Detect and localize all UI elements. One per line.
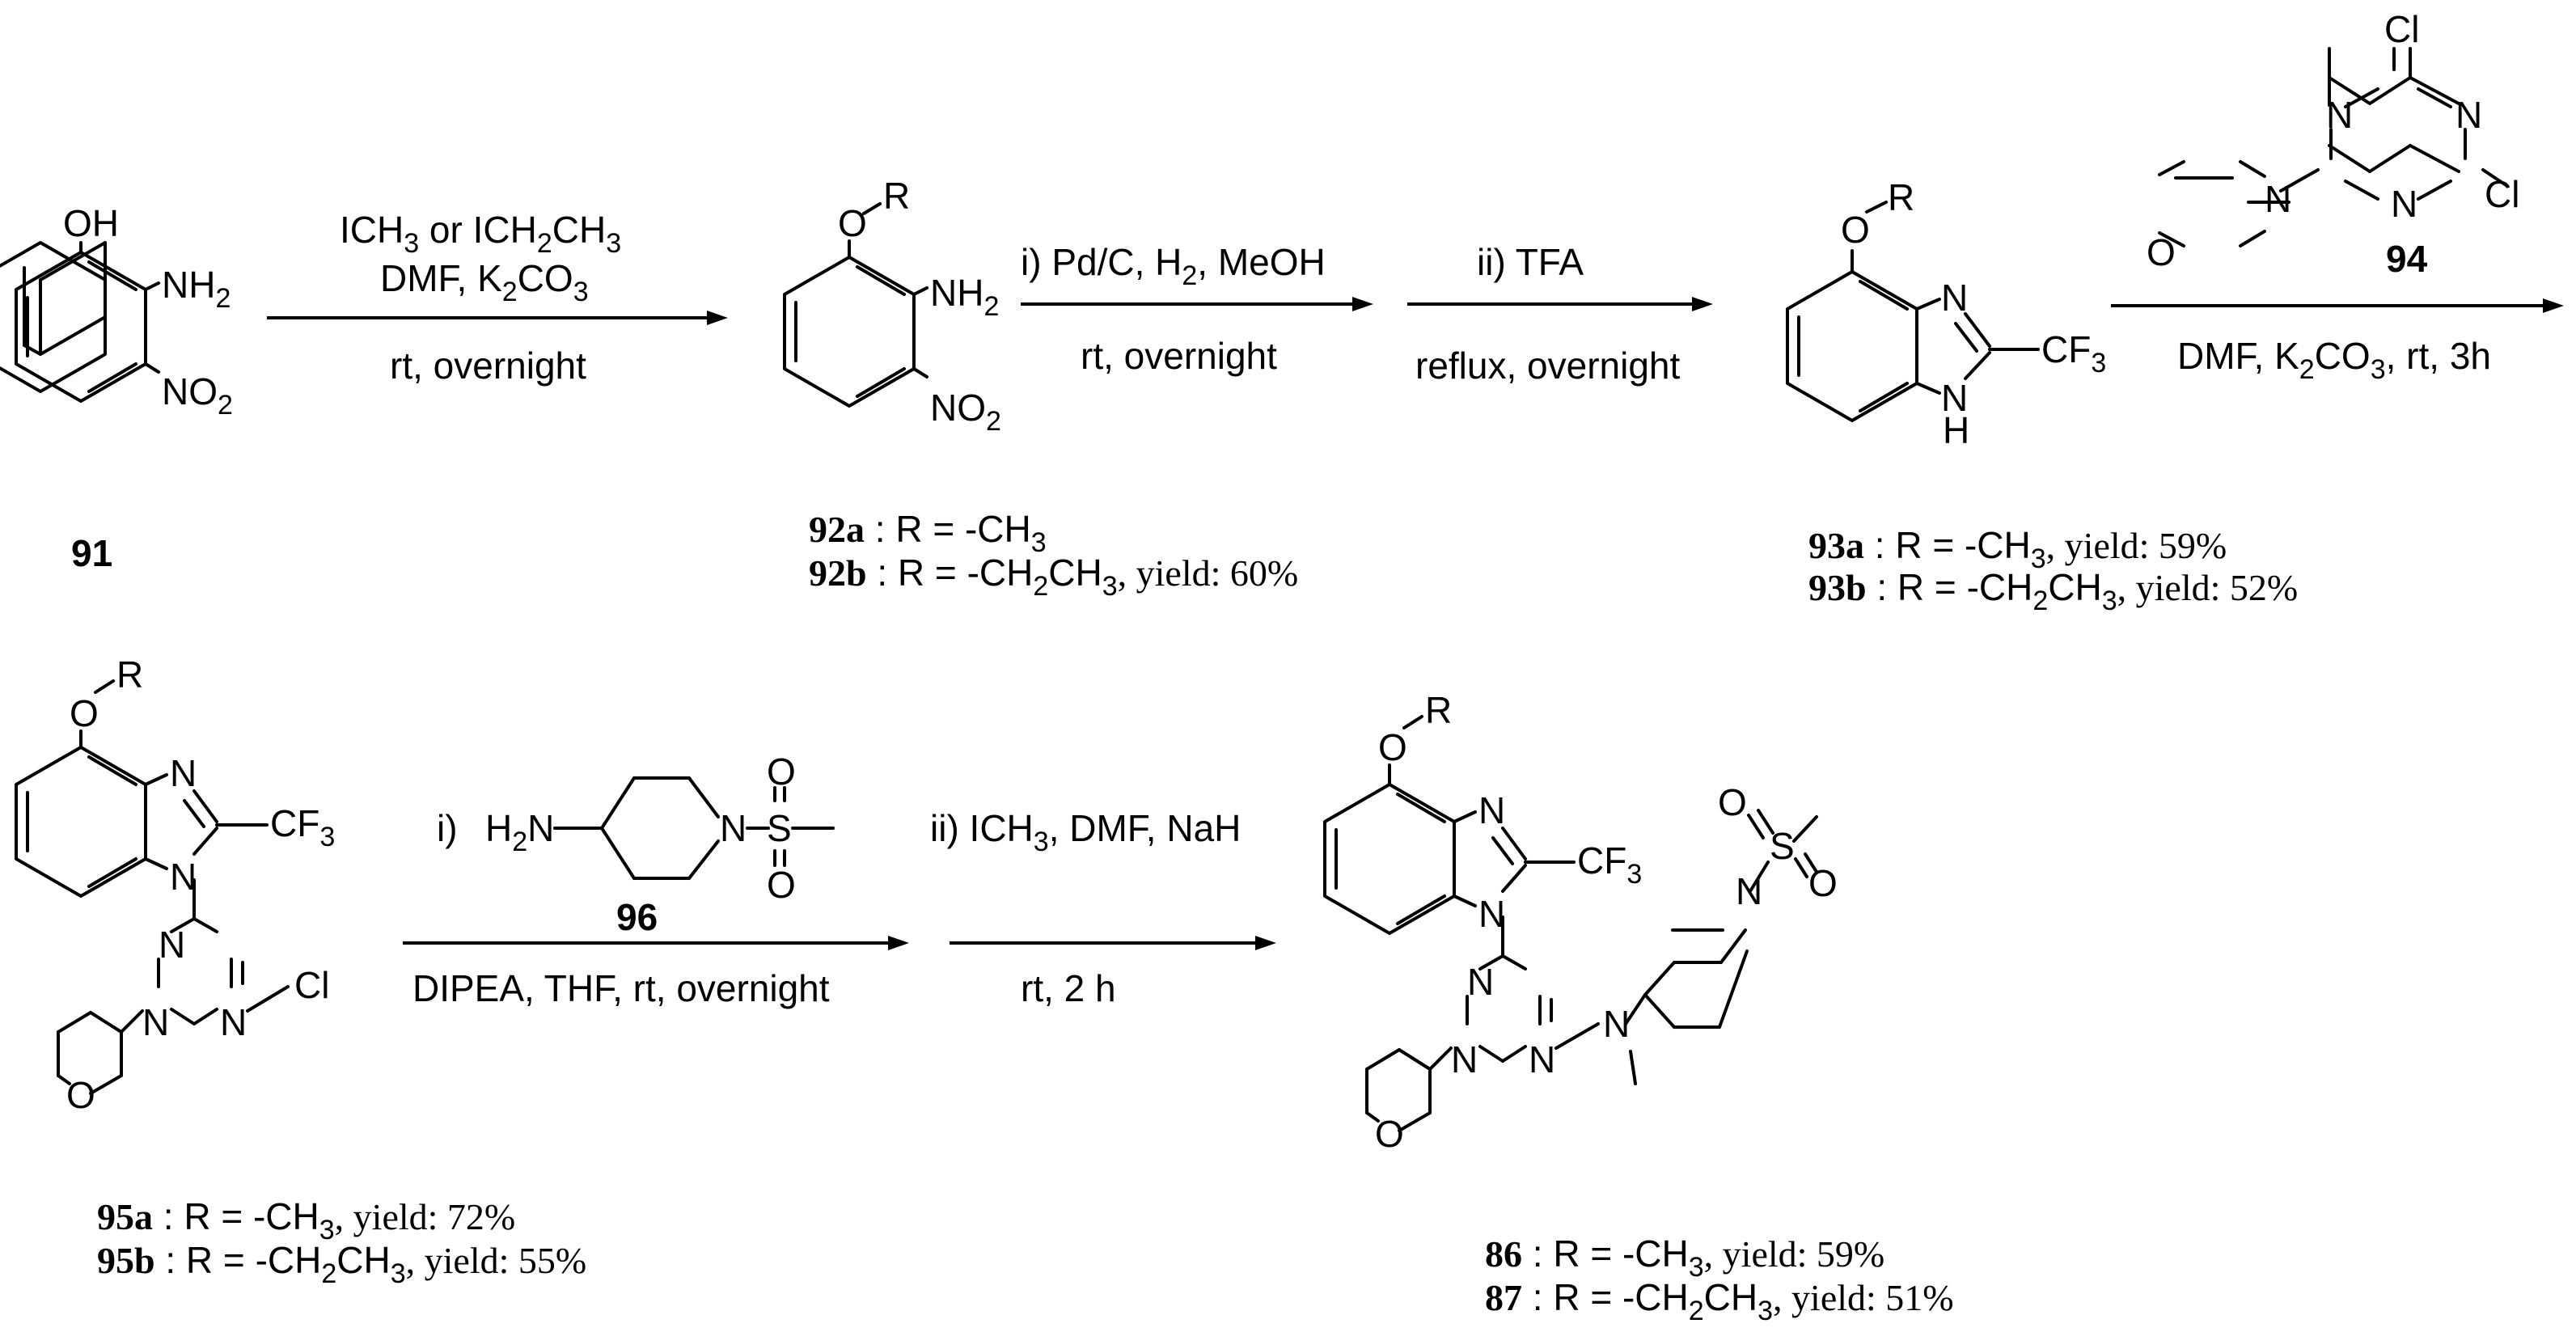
- compound-94-label: 94: [2386, 238, 2428, 280]
- atom-cf3-95: CF3: [270, 802, 335, 852]
- step1-reagents-line2: DMF, K2CO3: [380, 257, 589, 307]
- atom-o-86: O: [1378, 726, 1407, 768]
- atom-cf3-93: CF3: [2041, 328, 2106, 378]
- atom-o-86-morph: O: [1375, 1113, 1404, 1155]
- atom-n-95-b: N: [170, 856, 197, 898]
- atom-s-86: S: [1770, 825, 1795, 867]
- atom-r-95: R: [116, 653, 143, 696]
- compound-92-bonds: [783, 202, 928, 408]
- atom-n-94-b: N: [2455, 94, 2482, 136]
- atom-r-93: R: [1888, 176, 1914, 218]
- compound-96-label: 96: [616, 896, 658, 938]
- atom-n-86-tri1: N: [1467, 961, 1494, 1003]
- atom-n-95-tri2: N: [220, 1001, 247, 1043]
- step6-conditions: rt, 2 h: [1021, 967, 1116, 1009]
- atom-o-92: O: [838, 202, 867, 244]
- atom-o-86-bottom: O: [1808, 862, 1838, 904]
- atom-o-93: O: [1841, 209, 1870, 251]
- compound-95-bonds: [15, 679, 290, 1095]
- compound-87-label: 87 : R = -CH2CH3, yield: 51%: [1485, 1276, 1954, 1326]
- step6-reagents: ii) ICH3, DMF, NaH: [930, 807, 1241, 857]
- atom-n-86-amine: N: [1603, 1003, 1630, 1045]
- compound-91-label: 91: [71, 532, 112, 574]
- arrowhead-step-6: [1255, 936, 1276, 950]
- atom-n-86-b: N: [1478, 893, 1505, 935]
- atom-o-95: O: [70, 692, 99, 734]
- atom-n-95-tri1: N: [159, 924, 185, 966]
- arrowhead-step-5: [888, 936, 909, 950]
- atom-h2n-96: H2N: [485, 807, 554, 857]
- compound-86-label: 86 : R = -CH3, yield: 59%: [1485, 1233, 1884, 1283]
- compound-93b-label: 93b : R = -CH2CH3, yield: 52%: [1808, 566, 2298, 616]
- atom-n-93: N: [1941, 277, 1968, 319]
- step5-prefix: i): [437, 807, 458, 849]
- step2-conditions: rt, overnight: [1081, 335, 1277, 377]
- compound-91-structure: [0, 241, 107, 393]
- atom-o-96-bottom: O: [767, 864, 796, 906]
- step2-reagents: i) Pd/C, H2, MeOH: [1021, 241, 1326, 291]
- atom-o-96-top: O: [767, 751, 796, 793]
- compound-92b-label: 92b : R = -CH2CH3, yield: 60%: [809, 552, 1298, 602]
- atom-no2-92: NO2: [930, 387, 1001, 437]
- atom-h-93: H: [1943, 409, 1969, 451]
- step1-conditions: rt, overnight: [390, 345, 586, 387]
- arrowhead-step-1: [707, 311, 728, 325]
- arrowhead-step-4: [2543, 298, 2564, 313]
- atom-no2-91: NO2: [162, 370, 233, 421]
- step1-reagents-line1: ICH3 or ICH2CH3: [340, 209, 621, 259]
- atom-r-86: R: [1425, 689, 1452, 731]
- atom-n-86-tri3: N: [1451, 1038, 1478, 1080]
- atom-o-95-morph: O: [66, 1074, 95, 1116]
- compound-94-bonds: [2174, 47, 2460, 204]
- compound-91-bonds: [15, 241, 160, 403]
- compound-92a-label: 92a : R = -CH3: [809, 508, 1047, 558]
- arrowhead-step-3: [1692, 297, 1713, 311]
- compound-95a-label: 95a : R = -CH3, yield: 72%: [97, 1195, 515, 1245]
- compound-94-triazine: [2158, 47, 2509, 247]
- atom-nh2-92: NH2: [930, 272, 999, 322]
- atom-s-96: S: [767, 807, 792, 849]
- arrowhead-step-2: [1352, 297, 1373, 311]
- atom-n-86-pip: N: [1736, 870, 1762, 912]
- atom-o-94-morph: O: [2147, 231, 2176, 273]
- atom-n-95-tri3: N: [142, 1001, 169, 1043]
- step4-conditions: DMF, K2CO3, rt, 3h: [2177, 335, 2491, 385]
- atom-n-95-a: N: [170, 752, 197, 794]
- atom-n-86-a: N: [1478, 789, 1505, 831]
- step5-conditions: DIPEA, THF, rt, overnight: [412, 967, 830, 1009]
- compound-95b-label: 95b : R = -CH2CH3, yield: 55%: [97, 1239, 586, 1289]
- atom-n-94-a: N: [2326, 94, 2353, 136]
- atom-cl-94-right: Cl: [2485, 173, 2519, 215]
- atom-cl-95: Cl: [294, 964, 329, 1006]
- atom-n-94-morph: N: [2265, 178, 2291, 220]
- atom-nh2-91: NH2: [162, 264, 231, 314]
- atom-oh-91: OH: [63, 202, 119, 244]
- compound-93-bonds: [1786, 201, 2040, 422]
- compound-93a-label: 93a : R = -CH3, yield: 59%: [1808, 524, 2227, 574]
- atom-n-94-c: N: [2391, 183, 2417, 225]
- atom-n-86-tri2: N: [1529, 1038, 1555, 1080]
- compound-86-bonds: [1323, 715, 1818, 1132]
- atom-n-96: N: [720, 807, 747, 849]
- step3-reagents: ii) TFA: [1477, 241, 1584, 283]
- atom-o-86-top: O: [1718, 781, 1747, 823]
- atom-cl-94-top: Cl: [2384, 8, 2419, 50]
- compound-96-bonds: [553, 776, 835, 880]
- atom-n-93-nh: N: [1941, 377, 1968, 419]
- atom-cf3-86: CF3: [1577, 839, 1642, 890]
- step3-conditions: reflux, overnight: [1415, 345, 1680, 387]
- atom-r-92: R: [883, 175, 910, 217]
